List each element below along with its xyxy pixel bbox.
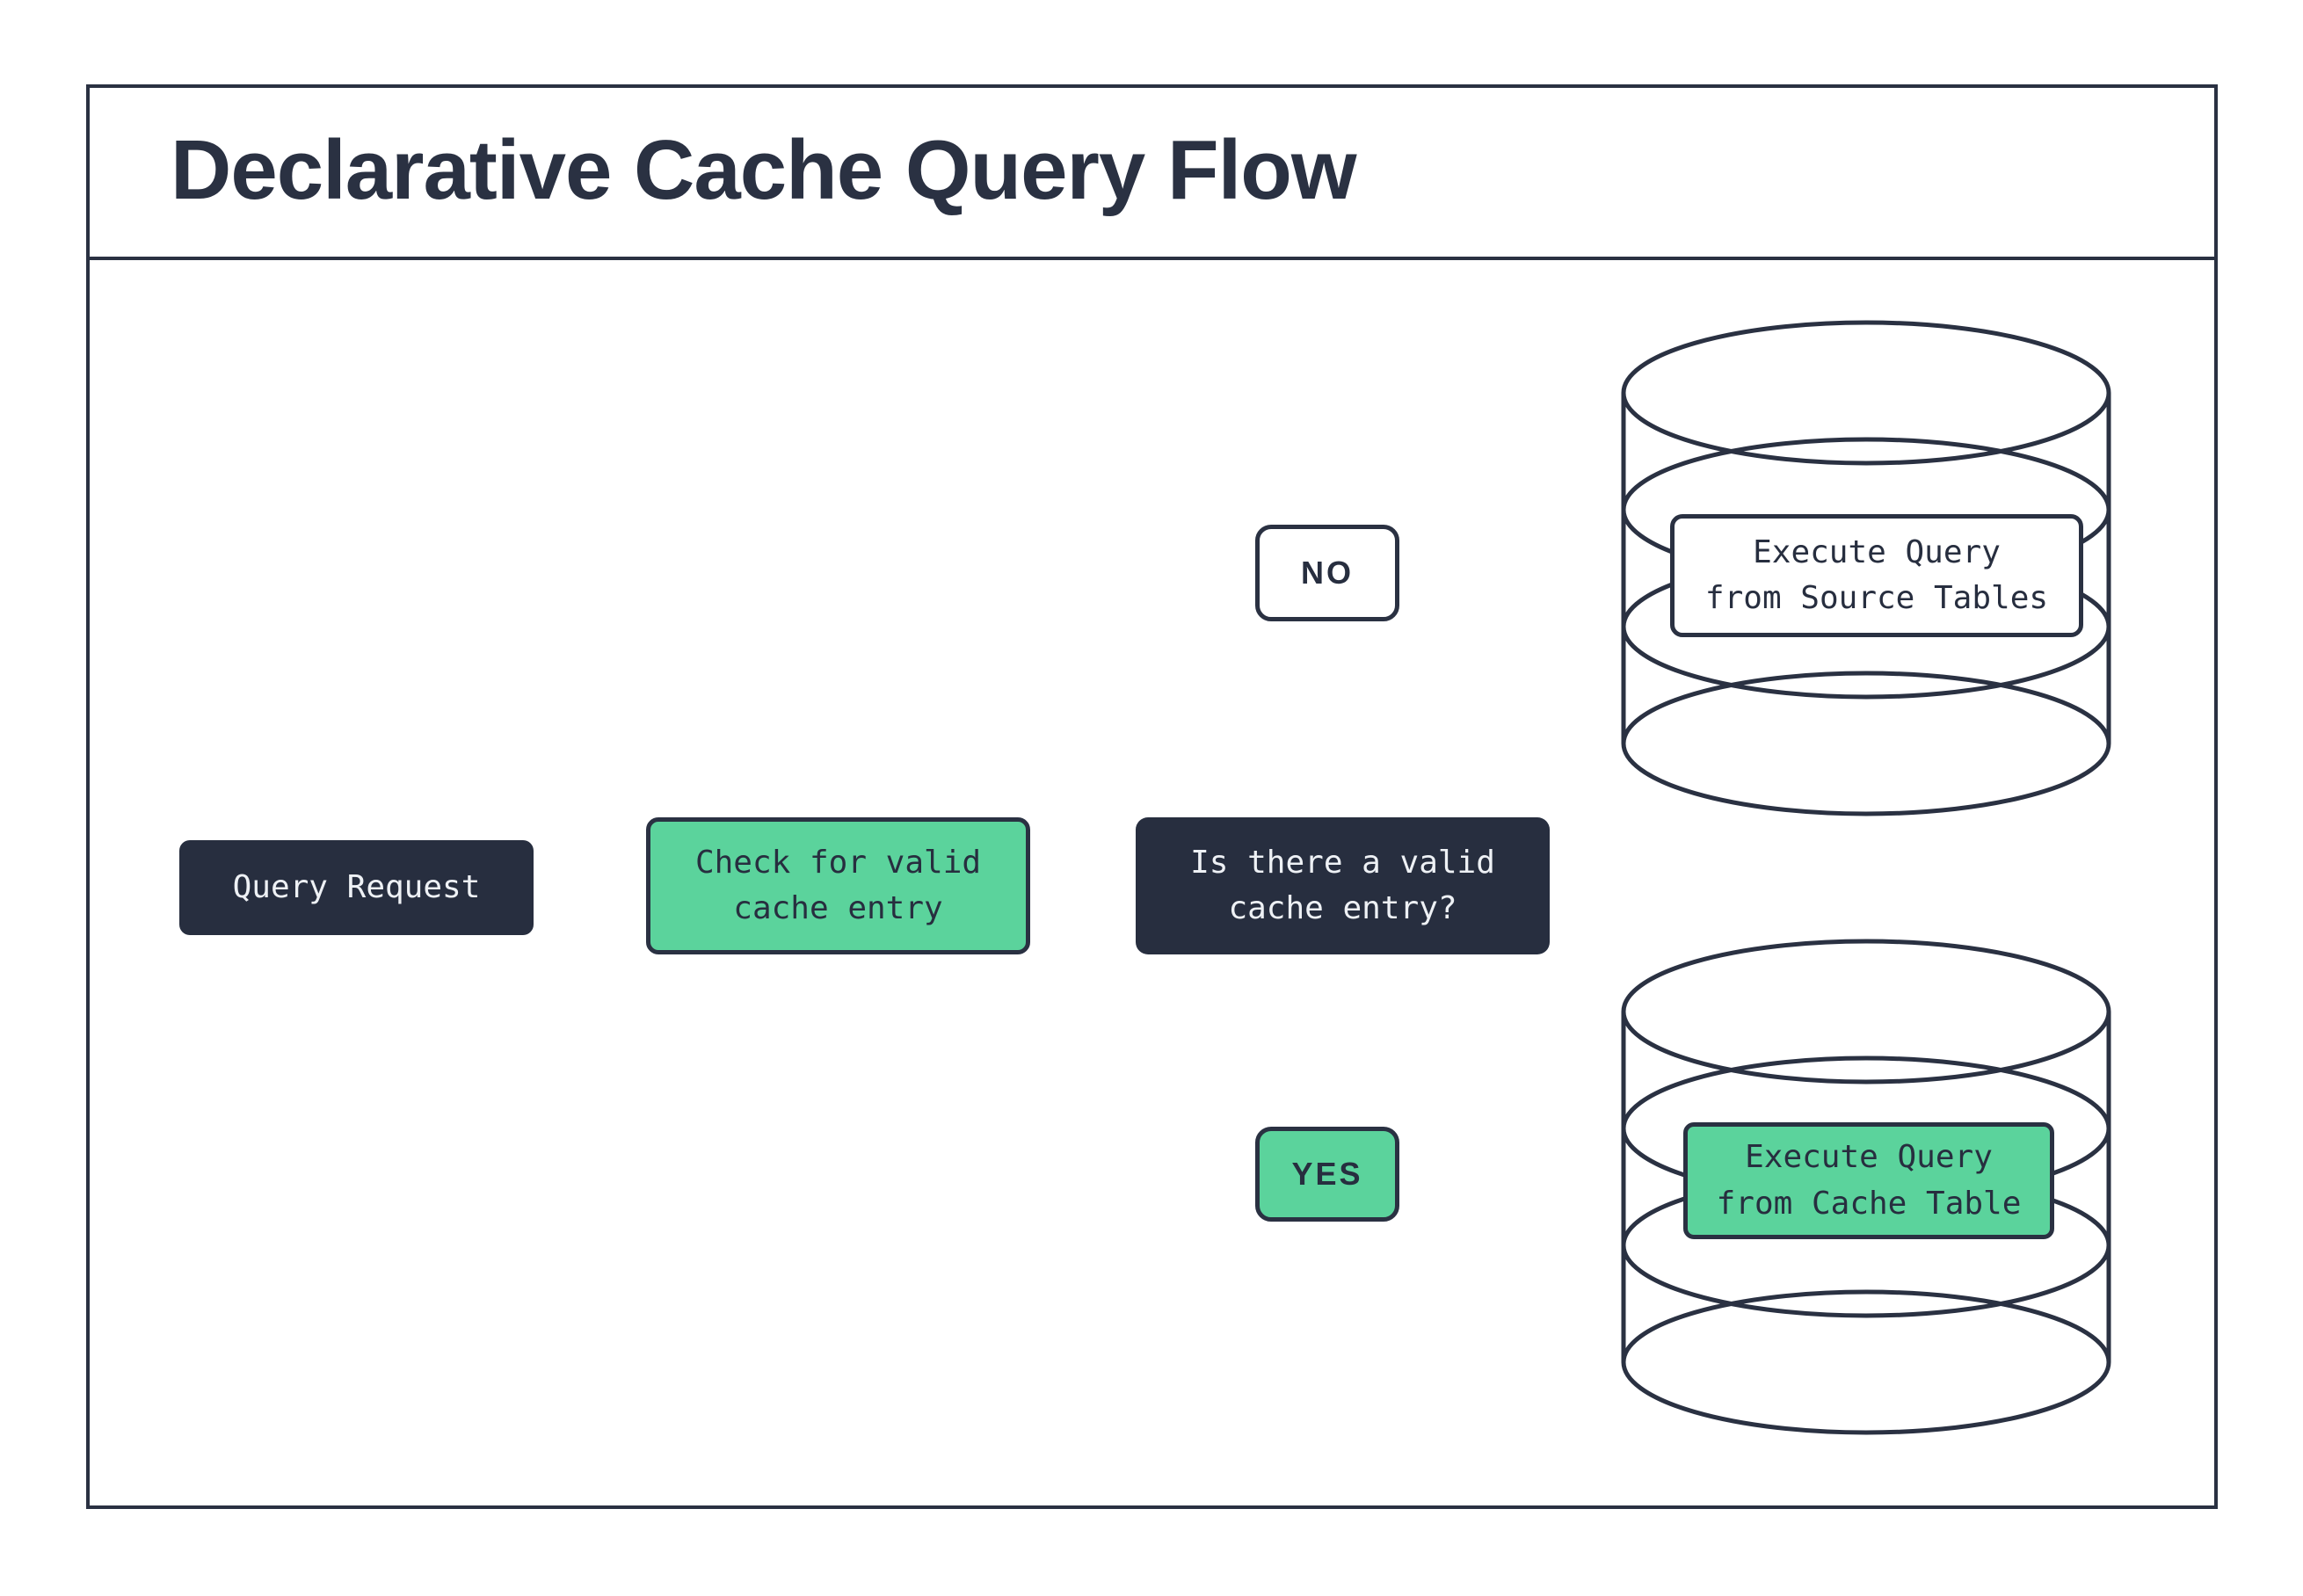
node-no-branch: NO <box>1255 525 1399 621</box>
node-check-cache: Check for valid cache entry <box>646 817 1030 954</box>
node-execute-query-cache: Execute Query from Cache Table <box>1683 1122 2054 1239</box>
title-bar: Declarative Cache Query Flow <box>86 84 2218 260</box>
node-question-valid-cache: Is there a valid cache entry? <box>1136 817 1550 954</box>
node-yes-branch: YES <box>1255 1127 1399 1222</box>
page-title: Declarative Cache Query Flow <box>171 123 1357 217</box>
node-query-request: Query Request <box>179 840 534 935</box>
node-execute-query-source: Execute Query from Source Tables <box>1670 514 2083 637</box>
